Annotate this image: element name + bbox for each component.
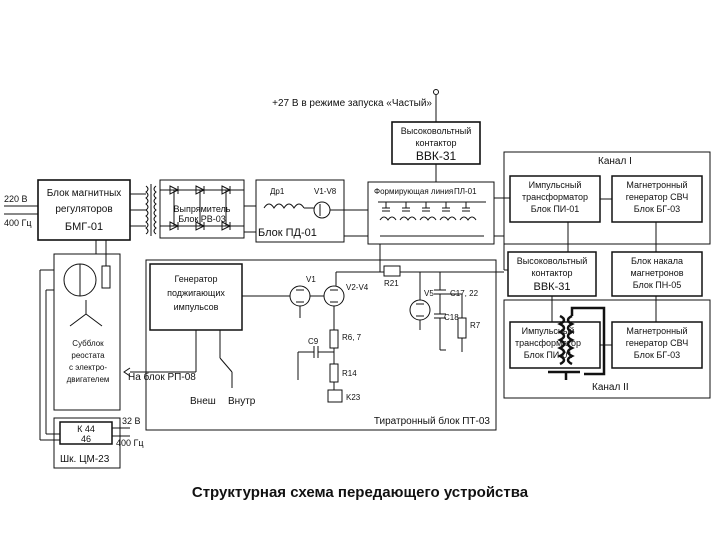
kanal-1-gen-line2: генератор СВЧ [626,192,689,202]
kanal-2-trans-line2: трансформатор [515,338,581,348]
pt-v2-label: V2-V4 [346,283,369,292]
pt-r6-label: R6, 7 [342,333,362,342]
rectifier-line2: Блок РВ-03 [178,214,226,224]
input-freq-label: 400 Гц [4,218,32,228]
rheostat-resistor [101,265,111,289]
supply2-freq: 400 Гц [116,438,144,448]
resistor-r6 [329,329,339,349]
rheostat-subblock [53,253,121,411]
pt-r7-label: R7 [470,321,481,330]
pt-vnesh-label: Внеш [190,396,216,407]
kanal-2-trans-line3: Блок ПИ-01 [524,350,573,360]
pt-to-rp-label: На блок РП-08 [128,371,196,383]
rectifier-transformer-icon [145,184,157,236]
pt-gen-line3: импульсов [174,302,219,312]
diode-bridge-icon [160,185,244,231]
kanal-2-trans-line1: Импульсный [522,326,575,336]
valve-icon [313,201,331,219]
vvk-mid-line3: ВВК-31 [534,281,571,293]
subblock-line4: двигателем [67,375,110,384]
thyratron-v1-icon [289,285,311,307]
bmg-line2: регуляторов [55,204,112,215]
pt-gen-line2: поджигающих [167,288,225,298]
pt-c9-label: C9 [308,337,319,346]
pt-k23-label: K23 [346,393,361,402]
k44-line1: К 44 [77,424,95,434]
k44-line2: 46 [81,434,91,444]
vvk-top-line1: Высоковольтный [401,126,471,136]
transmitter-block-diagram: +27 В в режиме запуска «Частый» Высоково… [4,89,711,469]
kanal-2-gen-line3: Блок БГ-03 [634,350,680,360]
cm-frame [53,417,121,469]
pt-gen-line1: Генератор [174,274,217,284]
supply-terminal [433,89,439,95]
kanal-1-trans-line2: трансформатор [522,192,588,202]
pt-vnutr-label: Внутр [228,396,256,407]
rectifier-block [159,179,245,239]
input-voltage-label: 220 В [4,194,28,204]
pt-r14-label: R14 [342,369,357,378]
resistor-r14 [329,363,339,383]
kanal-1-gen-line3: Блок БГ-03 [634,204,680,214]
vvk-top-line2: контактор [415,138,456,148]
pn-line3: Блок ПН-05 [633,280,682,290]
subblock-line3: с электро- [69,363,107,372]
k44-block [59,421,113,445]
pd-block [255,179,345,243]
kanal-2-gen-line2: генератор СВЧ [626,338,689,348]
subblock-line2: реостата [71,351,105,360]
kanal-2-gen-line1: Магнетронный [626,326,687,336]
choke-icon [263,203,305,209]
thyratron-v5-icon [409,299,431,321]
pt-c18-label: C18 [444,313,459,322]
resistor-r7 [457,317,467,339]
pn-line1: Блок накала [631,256,683,266]
pn-block [611,251,703,297]
thyratron-v2-icon [323,285,345,307]
pt-v1-label: V1 [306,275,316,284]
pfl-code: ПЛ-01 [454,187,477,196]
star-winding-icon [69,300,103,327]
diagram-caption: Структурная схема передающего устройства [191,484,529,501]
pt-c17-label: C17, 22 [450,289,479,298]
top-supply-label: +27 В в режиме запуска «Частый» [272,98,432,109]
pd-name: Блок ПД-01 [258,227,317,239]
resistor-r21 [383,265,401,277]
kanal-2-label: Канал II [592,382,629,393]
bmg-line1: Блок магнитных [47,188,122,199]
pt-frame [145,259,497,431]
bmg-line3: БМГ-01 [65,221,103,233]
pt-r21-label: R21 [384,279,399,288]
pt-v5-label: V5 [424,289,434,298]
kanal-1-trans-line1: Импульсный [529,180,582,190]
vvk-mid-line2: контактор [531,268,572,278]
cm-label: Шк. ЦМ-23 [60,454,110,465]
rectifier-line1: Выпрямитель [173,204,230,214]
kanal-1-label: Канал I [598,156,632,167]
pd-valves-label: V1-V8 [314,187,337,196]
supply2-voltage: 32 В [122,416,141,426]
pfl-block [367,181,495,245]
pfl-name: Формирующая линия [374,187,453,196]
pulse-transformer-coil-icon [548,314,580,380]
pd-choke-label: Др1 [270,187,285,196]
subblock-line1: Субблок [72,339,104,348]
kanal-2-frame [503,299,711,399]
kanal-1-trans-line3: Блок ПИ-01 [531,204,580,214]
relay-k23 [327,389,343,403]
pn-line2: магнетронов [630,268,683,278]
pt-name: Тиратронный блок ПТ-03 [374,415,491,427]
forming-line-icon [378,201,486,237]
vvk-top-line3: ВВК-31 [416,149,457,163]
kanal-1-gen-line1: Магнетронный [626,180,687,190]
vvk-mid-line1: Высоковольтный [517,256,587,266]
